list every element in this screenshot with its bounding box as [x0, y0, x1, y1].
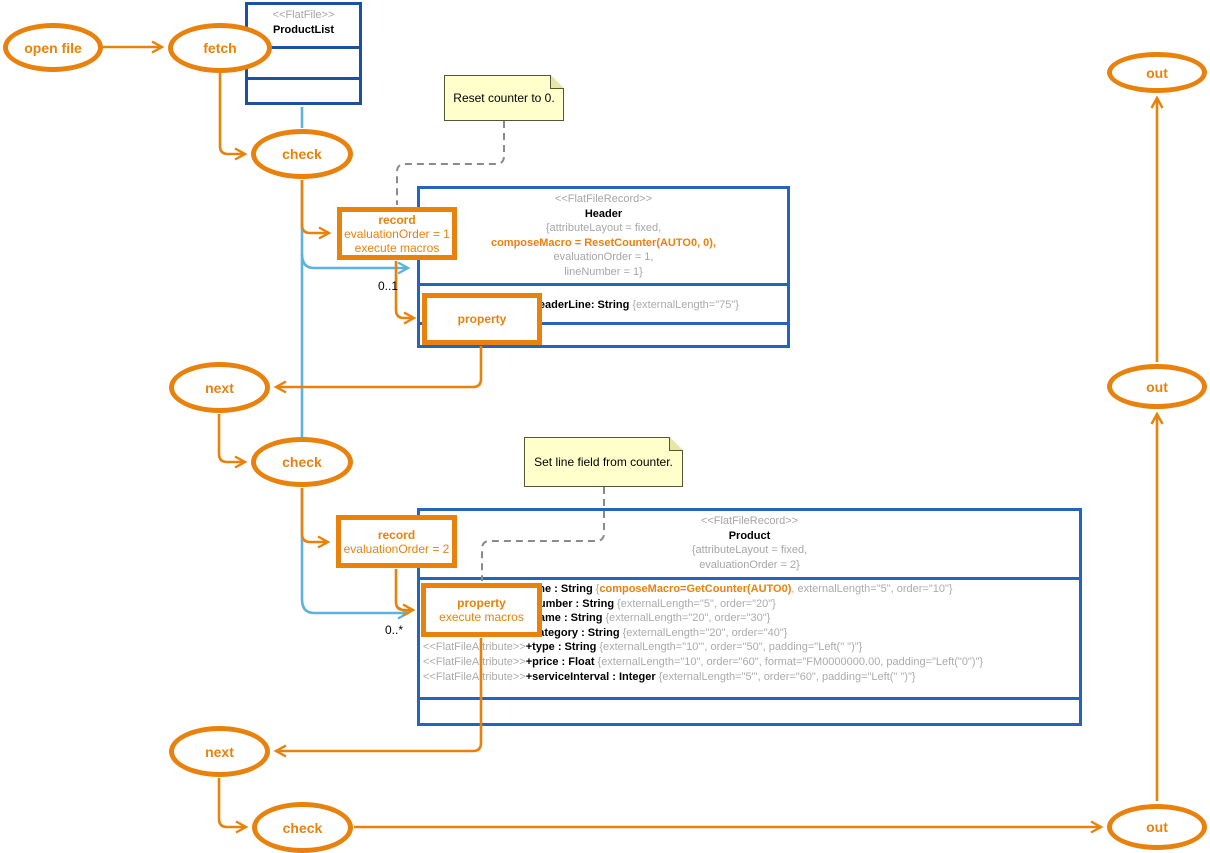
- state-label: fetch: [203, 40, 237, 56]
- attribute-name: +name : String: [525, 612, 603, 625]
- attribute-props: , externalLength="5", order="10"}: [791, 583, 953, 595]
- state-label: check: [282, 146, 322, 162]
- attribute-name: +headerLine: String: [525, 298, 630, 311]
- state-fetch: fetch: [168, 23, 272, 73]
- action-record-2: record evaluationOrder = 2: [336, 515, 457, 568]
- multiplicity-product: 0..*: [385, 623, 404, 637]
- action-title: record: [378, 212, 416, 227]
- edge-check1-to-record1: [300, 180, 332, 240]
- note-reset-counter: Reset counter to 0.: [444, 75, 564, 121]
- attribute-props: {externalLength="5", order="20"}: [617, 597, 776, 610]
- class-stereotype: <<FlatFileRecord>>: [700, 515, 799, 527]
- note-set-line-field: Set line field from counter.: [524, 437, 683, 487]
- state-check-3: check: [252, 802, 353, 853]
- class-property: {attributeLayout = fixed,: [545, 222, 662, 234]
- class-property: {attributeLayout = fixed,: [691, 544, 808, 556]
- class-productlist-title: <<FlatFile>> ProductList: [248, 5, 359, 46]
- edge-property1-to-next1: [273, 346, 483, 394]
- attribute-stereotype: <<FlatFileAttribute>>: [423, 670, 526, 683]
- multiplicity-header: 0..1: [378, 279, 399, 293]
- attribute-row: <<FlatFileAttribute>>+price : Float{exte…: [420, 655, 1079, 670]
- action-detail: evaluationOrder = 2: [343, 541, 450, 556]
- attribute-stereotype: <<FlatFileAttribute>>: [423, 655, 526, 668]
- action-title: property: [457, 312, 507, 326]
- class-header-operations-compartment: [420, 322, 787, 345]
- state-open-file: open file: [3, 23, 103, 72]
- class-property: evaluationOrder = 2}: [699, 558, 800, 571]
- note-text: Reset counter to 0.: [453, 91, 555, 105]
- attribute-props: {externalLength="20", order="40"}: [622, 626, 788, 639]
- class-header-title: <<FlatFileRecord>> Header {attributeLayo…: [420, 189, 787, 283]
- state-label: check: [282, 819, 323, 836]
- state-label: out: [1146, 378, 1168, 395]
- edge-next1-to-check2: [217, 414, 248, 469]
- attribute-stereotype: <<FlatFileAttribute>>: [423, 641, 526, 654]
- attribute-props: {externalLength="75"}: [632, 298, 739, 311]
- class-stereotype: <<FlatFileRecord>>: [554, 193, 653, 205]
- edge-record2-to-property2: [394, 569, 416, 617]
- action-detail: execute macros: [354, 240, 440, 255]
- attribute-name: +type : String: [525, 641, 597, 654]
- state-label: out: [1146, 64, 1168, 81]
- attribute-props: {externalLength="20", order="30"}: [605, 612, 771, 625]
- state-out-2: out: [1107, 364, 1207, 409]
- class-product-operations-compartment: [420, 697, 1079, 723]
- edge-check2-to-record2: [300, 488, 331, 549]
- state-check-1: check: [251, 129, 353, 179]
- note-text: Set line field from counter.: [534, 455, 673, 469]
- attribute-macro: composeMacro=GetCounter(AUTO0): [599, 583, 792, 595]
- state-next-2: next: [169, 726, 270, 777]
- action-record-1: record evaluationOrder = 1 execute macro…: [337, 207, 457, 260]
- class-property: lineNumber = 1}: [564, 265, 643, 278]
- attribute-name: +category : String: [525, 626, 620, 639]
- state-out-1: out: [1107, 52, 1207, 93]
- attribute-props: {externalLength="10", order="60", format…: [597, 655, 984, 668]
- action-title: record: [377, 527, 416, 542]
- attribute-name: +price : Float: [525, 655, 595, 668]
- state-label: next: [205, 743, 234, 760]
- edge-record1-to-property1: [394, 261, 417, 325]
- state-next-1: next: [169, 362, 270, 413]
- state-check-2: check: [251, 437, 353, 487]
- class-product-title: <<FlatFileRecord>> Product {attributeLay…: [420, 511, 1079, 577]
- attribute-props-open: {: [595, 583, 600, 595]
- state-label: next: [205, 379, 234, 396]
- edge-next2-to-check3: [217, 778, 249, 834]
- attribute-name: +number : String: [525, 597, 615, 610]
- class-name: Header: [584, 207, 623, 220]
- action-property-2: property execute macros: [421, 583, 542, 637]
- attribute-name: +line : String: [525, 583, 593, 595]
- attribute-props: {externalLength="5"', order="60", paddin…: [658, 670, 916, 683]
- attribute-row: <<FlatFileAttribute>>+serviceInterval : …: [420, 670, 1079, 685]
- attribute-row: <<FlatFileAttribute>>+type : String{exte…: [420, 640, 1079, 655]
- attribute-name: +serviceInterval : Integer: [525, 670, 656, 683]
- edge-fetch-to-check1: [218, 73, 248, 161]
- action-property-1: property: [422, 293, 542, 345]
- class-name: ProductList: [272, 23, 335, 36]
- class-name: Product: [728, 529, 771, 542]
- state-out-3: out: [1107, 804, 1207, 850]
- class-property: evaluationOrder = 1,: [553, 251, 654, 263]
- state-label: check: [282, 454, 322, 470]
- class-compose-macro: composeMacro = ResetCounter(AUTO0, 0),: [490, 236, 717, 249]
- state-label: open file: [24, 39, 82, 56]
- class-stereotype: <<FlatFile>>: [272, 9, 335, 21]
- action-detail: evaluationOrder = 1: [344, 226, 450, 241]
- class-productlist-attributes-compartment: [248, 46, 359, 77]
- state-label: out: [1146, 819, 1168, 835]
- action-detail: execute macros: [439, 610, 524, 624]
- action-title: property: [457, 596, 506, 610]
- attribute-props: {externalLength="10"', order="50", paddi…: [599, 641, 863, 654]
- class-productlist-operations-compartment: [248, 77, 359, 102]
